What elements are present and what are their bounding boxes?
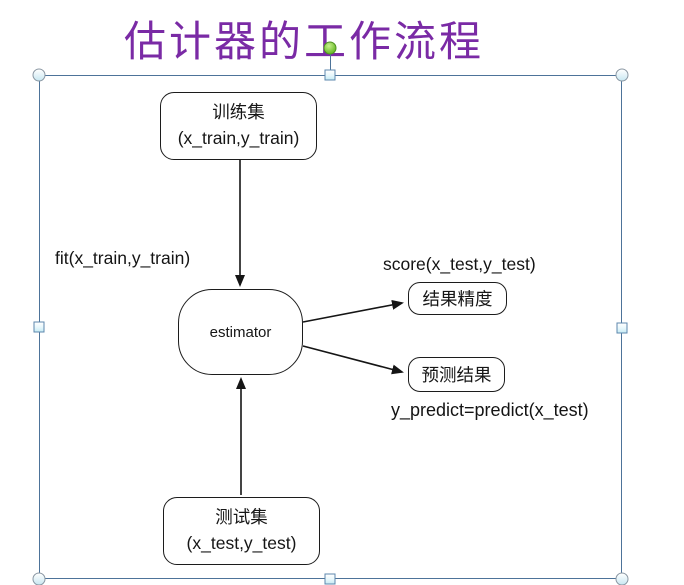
resize-handle-bottom-center[interactable] [324,573,336,585]
train-set-vars: (x_train,y_train) [177,128,300,148]
resize-handle-bottom-left[interactable] [32,572,46,585]
test-set-vars: (x_test,y_test) [186,533,297,553]
train-set-node: 训练集 (x_train,y_train) [160,92,317,160]
predict-result-node: 预测结果 [408,357,505,392]
y-predict-label: y_predict=predict(x_test) [391,400,589,420]
estimator-node: estimator [178,289,303,375]
rotate-handle-stem [330,54,331,75]
resize-handle-top-left[interactable] [32,68,46,82]
rotate-handle-icon[interactable] [323,41,337,55]
test-set-node: 测试集 (x_test,y_test) [163,497,320,565]
resize-handle-bottom-right[interactable] [615,572,629,585]
selection-border[interactable] [39,75,622,579]
result-accuracy-node: 结果精度 [408,282,507,315]
page-title: 估计器的工作流程 [124,17,485,66]
resize-handle-top-right[interactable] [615,68,629,82]
resize-handle-top-center[interactable] [324,69,336,81]
resize-handle-middle-left[interactable] [33,321,45,333]
train-set-title: 训练集 [212,102,265,122]
estimator-label: estimator [209,323,272,341]
score-label: score(x_test,y_test) [383,254,536,274]
resize-handle-middle-right[interactable] [616,322,628,334]
fit-label: fit(x_train,y_train) [55,248,191,268]
test-set-title: 测试集 [215,507,268,527]
